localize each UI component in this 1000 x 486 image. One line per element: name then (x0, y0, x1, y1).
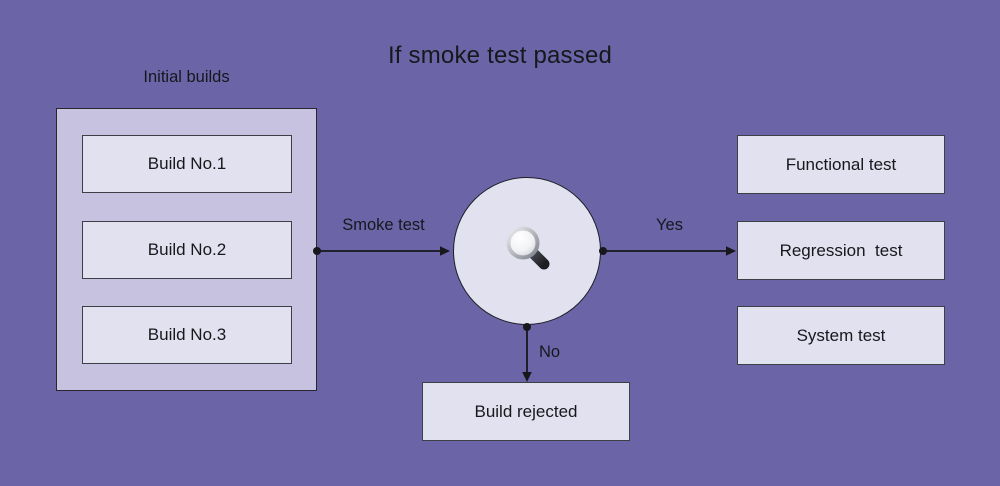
node-build-1: Build No.1 (82, 135, 292, 193)
edge-label-yes: Yes (656, 216, 683, 234)
node-system-test-label: System test (796, 325, 886, 345)
node-build-2: Build No.2 (82, 221, 292, 279)
edge-yes (599, 246, 736, 256)
node-functional-test-label: Functional test (785, 154, 897, 174)
node-build-3-label: Build No.3 (147, 325, 227, 344)
edge-no (522, 323, 532, 382)
node-regression-test: Regression test (737, 221, 945, 280)
initial-builds-label: Initial builds (143, 68, 230, 86)
node-build-3: Build No.3 (82, 306, 292, 364)
edge-label-smoke-test: Smoke test (342, 216, 425, 234)
decision-node-smoke-test (453, 177, 601, 325)
node-build-rejected-label: Build rejected (474, 401, 578, 421)
node-regression-test-label: Regression test (779, 240, 903, 260)
node-build-rejected: Build rejected (422, 382, 630, 441)
node-build-2-label: Build No.2 (147, 240, 227, 259)
node-functional-test: Functional test (737, 135, 945, 194)
diagram-title: If smoke test passed (387, 42, 613, 69)
node-system-test: System test (737, 306, 945, 365)
node-build-1-label: Build No.1 (147, 154, 227, 173)
edge-smoke-test (313, 246, 450, 256)
magnifier-icon (499, 221, 555, 282)
edge-label-no: No (539, 343, 561, 361)
